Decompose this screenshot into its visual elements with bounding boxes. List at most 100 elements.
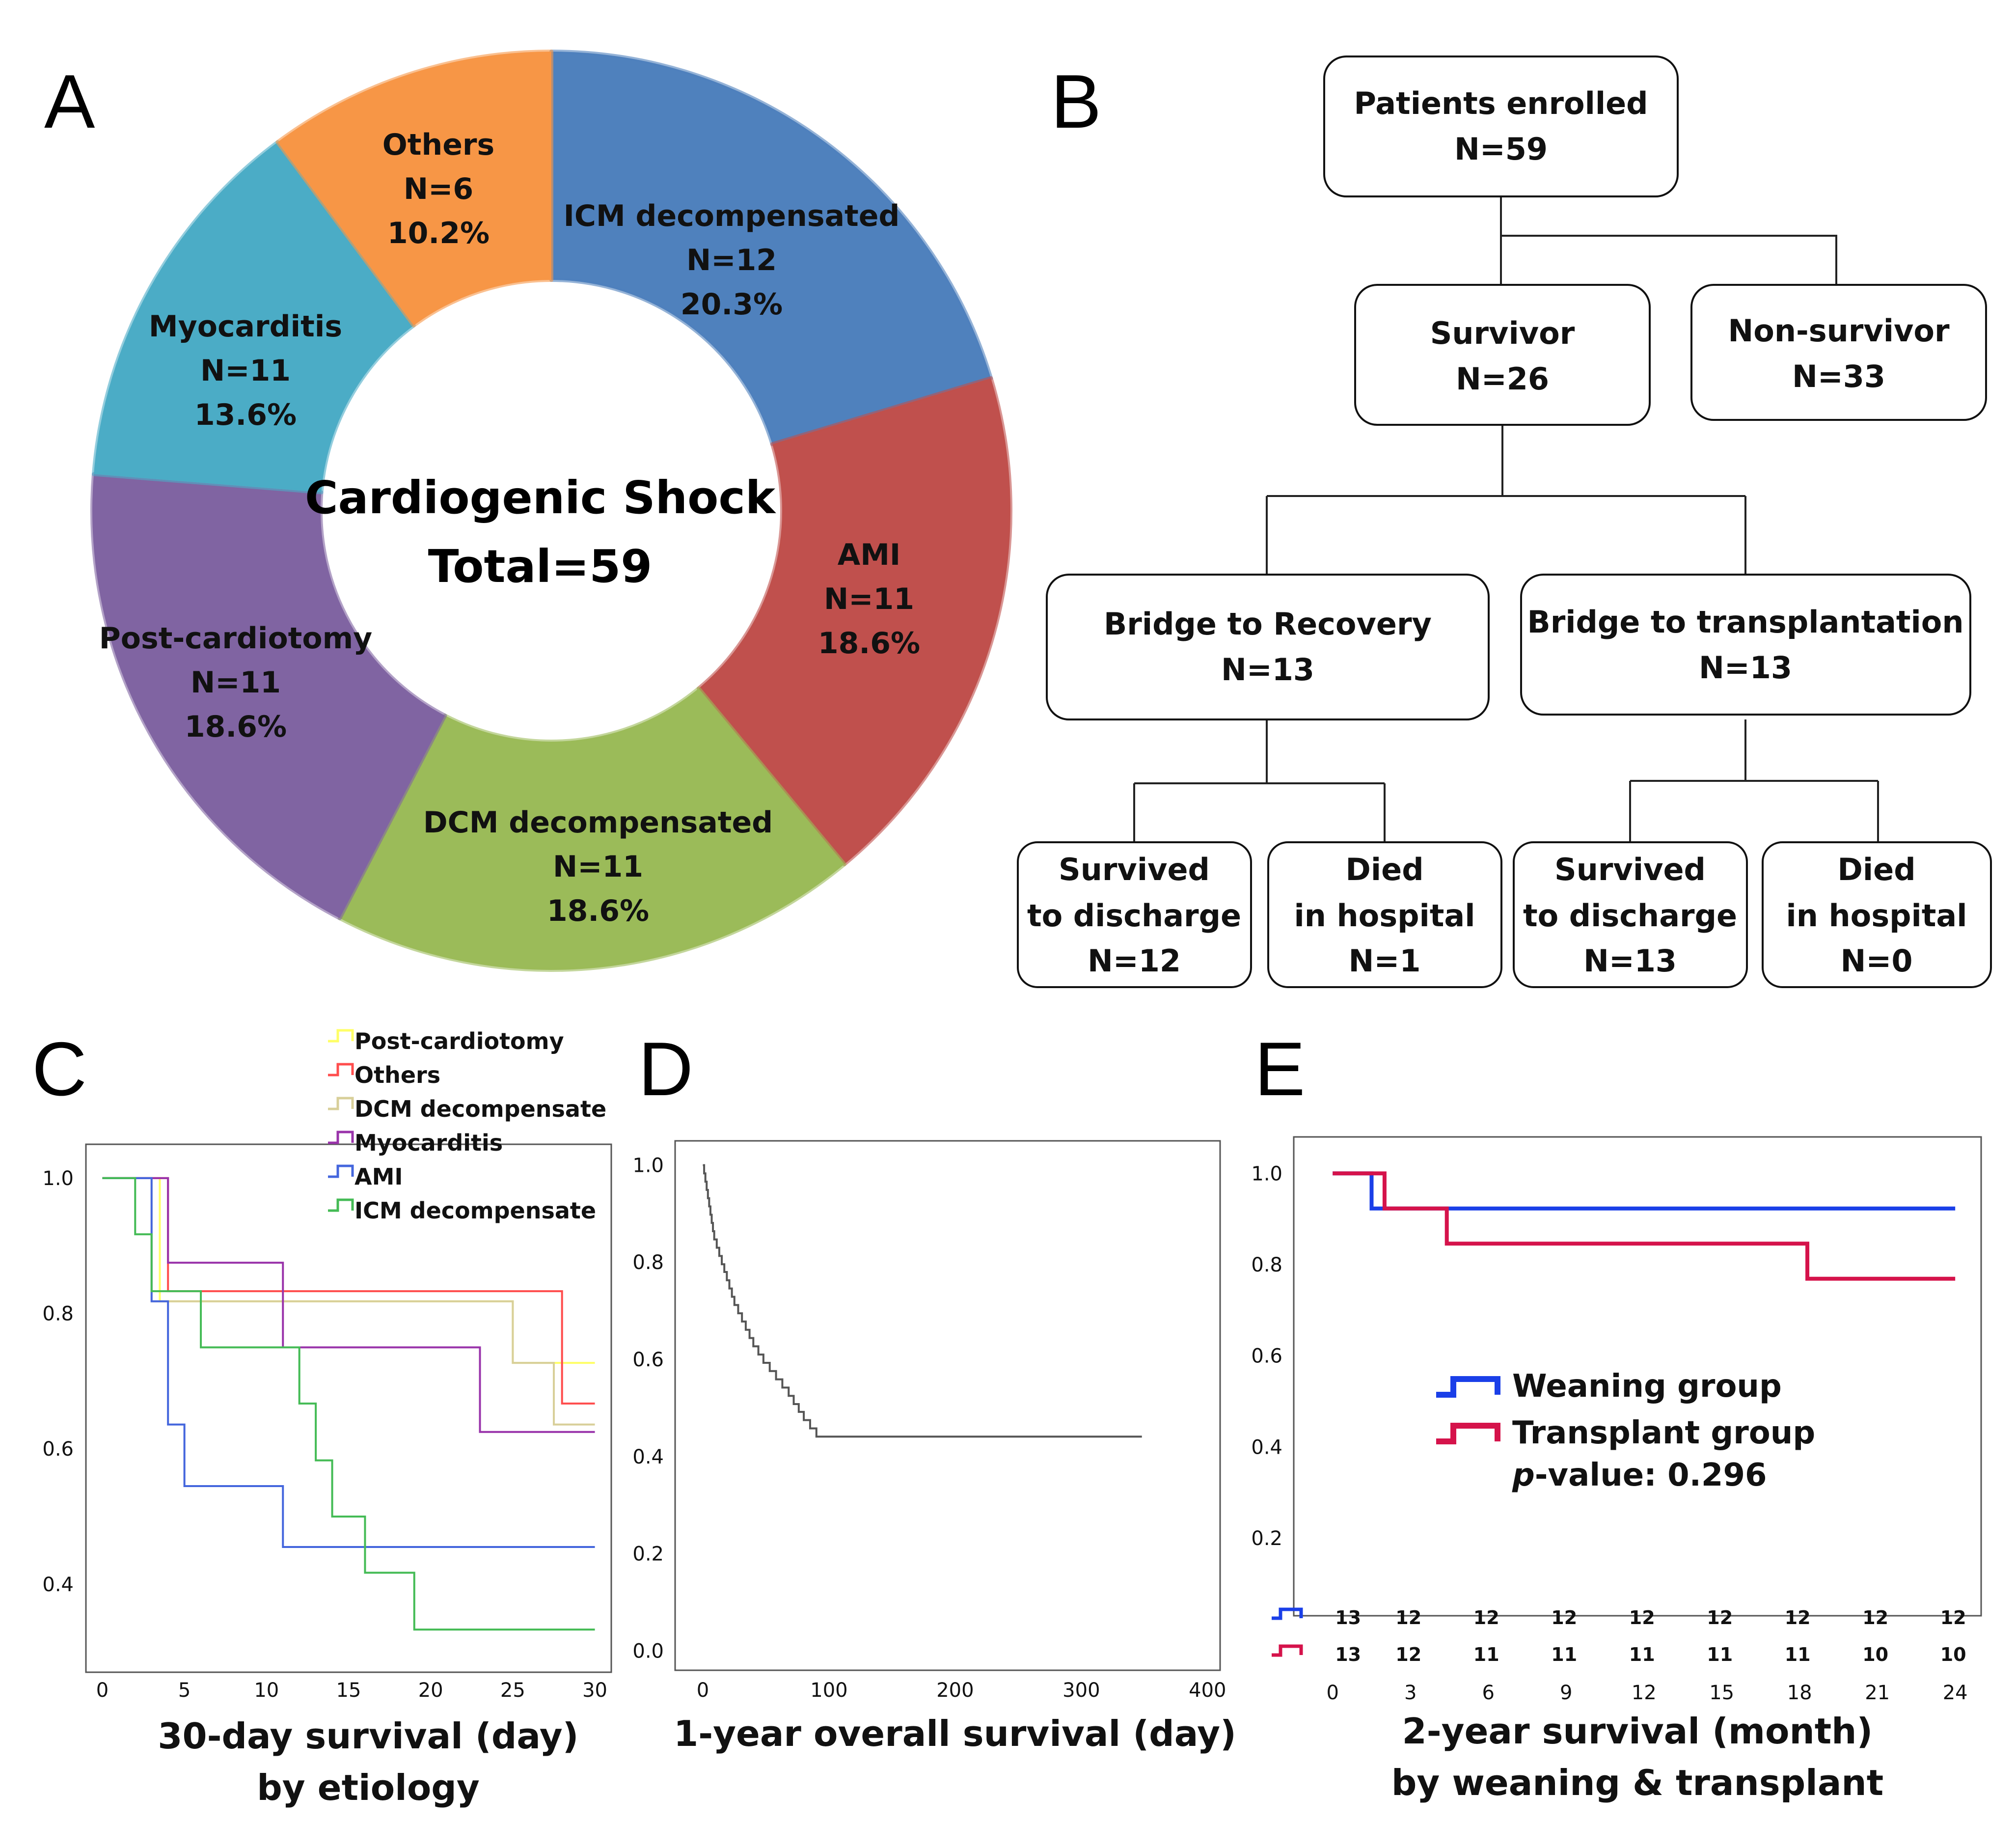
x-tick-label: 0	[697, 1679, 709, 1702]
legend-label: Post-cardiotomy	[354, 1028, 564, 1054]
slice-label-icm: ICM decompensated N=12 20.3%	[564, 199, 900, 322]
y-tick-label: 1.0	[1251, 1162, 1282, 1185]
slice-ami	[696, 376, 1012, 866]
plot-frame	[85, 1143, 612, 1673]
x-tick-label: 15	[1709, 1682, 1734, 1704]
x-tick-label: 100	[810, 1679, 847, 1702]
slice-n: N=11	[200, 354, 291, 388]
legend-label: AMI	[354, 1163, 403, 1190]
node-transplant-died: Died in hospital N=0	[1762, 841, 1992, 988]
legend-swatch-icon	[328, 1063, 354, 1077]
y-tick-label: 0.4	[42, 1574, 74, 1596]
slice-name: AMI	[838, 538, 900, 572]
slice-pct: 18.6%	[818, 626, 920, 661]
plot-frame	[1293, 1136, 1982, 1617]
node-line: N=13	[1699, 650, 1792, 686]
y-tick-label: 0.6	[42, 1438, 74, 1461]
risk-count: 11	[1707, 1644, 1733, 1665]
slice-n: N=11	[553, 850, 643, 884]
flow-connectors	[1133, 196, 1879, 842]
legend-swatch-icon	[1436, 1423, 1500, 1444]
legend-label: ICM decompensate	[354, 1197, 596, 1224]
survival-curves	[102, 1177, 595, 1631]
risk-count: 12	[1395, 1644, 1421, 1665]
y-tick-label: 0.8	[632, 1251, 664, 1274]
x-tick-label: 200	[936, 1679, 974, 1702]
curve-weaning-group	[1333, 1171, 1956, 1211]
panel-label-b: B	[1051, 59, 1101, 144]
x-tick-label: 21	[1865, 1682, 1890, 1704]
p-value-text: -value: 0.296	[1535, 1457, 1767, 1493]
x-tick-label: 400	[1189, 1679, 1226, 1702]
node-line: Survived	[1059, 852, 1210, 887]
slice-pct: 20.3%	[681, 287, 783, 322]
node-non-survivor: Non-survivor N=33	[1690, 284, 1987, 421]
risk-count: 12	[1473, 1607, 1499, 1629]
slice-dcm-decompensated	[337, 686, 846, 972]
node-line: N=33	[1792, 359, 1885, 394]
slice-name: ICM decompensated	[564, 199, 900, 233]
node-line: in hospital	[1294, 898, 1475, 934]
risk-count: 10	[1862, 1644, 1888, 1665]
node-line: N=0	[1841, 943, 1913, 979]
node-recovery-died: Died in hospital N=1	[1267, 841, 1502, 988]
y-tick-label: 1.0	[42, 1167, 74, 1190]
node-bridge-to-recovery: Bridge to Recovery N=13	[1046, 574, 1490, 720]
y-tick-label: 0.0	[632, 1640, 664, 1662]
x-tick-label: 300	[1062, 1679, 1100, 1702]
legend-label: Weaning group	[1512, 1368, 1782, 1405]
legend-swatch-icon	[328, 1164, 354, 1178]
curve-icm-decompensate	[102, 1177, 595, 1631]
node-patients-enrolled: Patients enrolled N=59	[1323, 55, 1679, 197]
slice-name: DCM decompensated	[423, 805, 773, 840]
slice-pct: 18.6%	[547, 894, 649, 928]
node-line: N=13	[1221, 652, 1314, 688]
slice-label-dcm: DCM decompensated N=11 18.6%	[423, 805, 773, 928]
x-tick-label: 0	[96, 1679, 109, 1702]
risk-count: 11	[1629, 1644, 1655, 1665]
node-line: N=13	[1583, 943, 1677, 979]
node-transplant-survived: Survived to discharge N=13	[1513, 841, 1748, 988]
risk-count: 12	[1395, 1607, 1421, 1629]
risk-count: 12	[1707, 1607, 1733, 1629]
risk-count: 11	[1551, 1644, 1577, 1665]
slice-name: Others	[382, 128, 494, 162]
slice-label-post: Post-cardiotomy N=11 18.6%	[99, 621, 372, 744]
x-tick-label: 30	[582, 1679, 607, 1702]
slice-others	[275, 50, 553, 328]
y-tick-label: 1.0	[632, 1154, 664, 1177]
survival-curves	[1333, 1171, 1956, 1281]
legend-swatch-icon	[1436, 1376, 1500, 1398]
p-value-label: p-value: 0.296	[1512, 1457, 1767, 1493]
plot-frame	[674, 1140, 1221, 1671]
node-line: to discharge	[1027, 898, 1241, 934]
node-line: Survived	[1554, 852, 1706, 887]
legend-label: DCM decompensate	[354, 1096, 606, 1122]
curve-transplant-group	[1333, 1171, 1956, 1281]
node-line: Patients enrolled	[1354, 85, 1648, 121]
risk-count: 11	[1473, 1644, 1499, 1665]
panel-label-e: E	[1254, 1026, 1305, 1111]
p-value-symbol: p	[1512, 1457, 1535, 1493]
node-line: in hospital	[1786, 898, 1967, 934]
risk-count: 13	[1335, 1644, 1361, 1665]
curve-myocarditis	[102, 1177, 595, 1433]
legend-swatch-icon	[328, 1131, 354, 1144]
risk-count: 12	[1785, 1607, 1811, 1629]
node-survivor: Survivor N=26	[1354, 284, 1651, 426]
node-line: N=59	[1454, 131, 1548, 167]
legend-swatch-icon	[328, 1198, 354, 1212]
slice-label-myo: Myocarditis N=11 13.6%	[149, 309, 342, 432]
slice-name: Post-cardiotomy	[99, 621, 372, 656]
donut-center-total: Total=59	[428, 540, 652, 593]
node-line: N=1	[1349, 943, 1421, 979]
risk-row-icon	[1272, 1644, 1303, 1657]
x-tick-label: 20	[418, 1679, 443, 1702]
